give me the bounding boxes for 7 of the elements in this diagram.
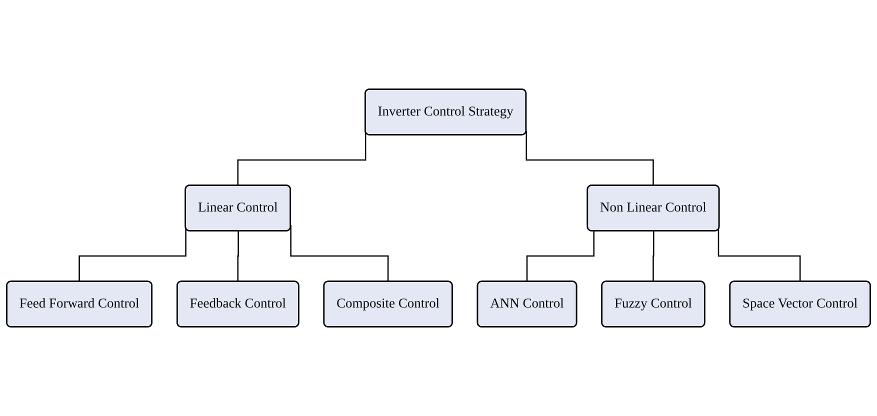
connector	[652, 231, 654, 282]
connector	[237, 130, 366, 186]
connector	[718, 230, 802, 282]
connector	[290, 225, 390, 282]
connector	[526, 130, 654, 186]
connector	[237, 231, 239, 282]
connector	[526, 231, 594, 282]
